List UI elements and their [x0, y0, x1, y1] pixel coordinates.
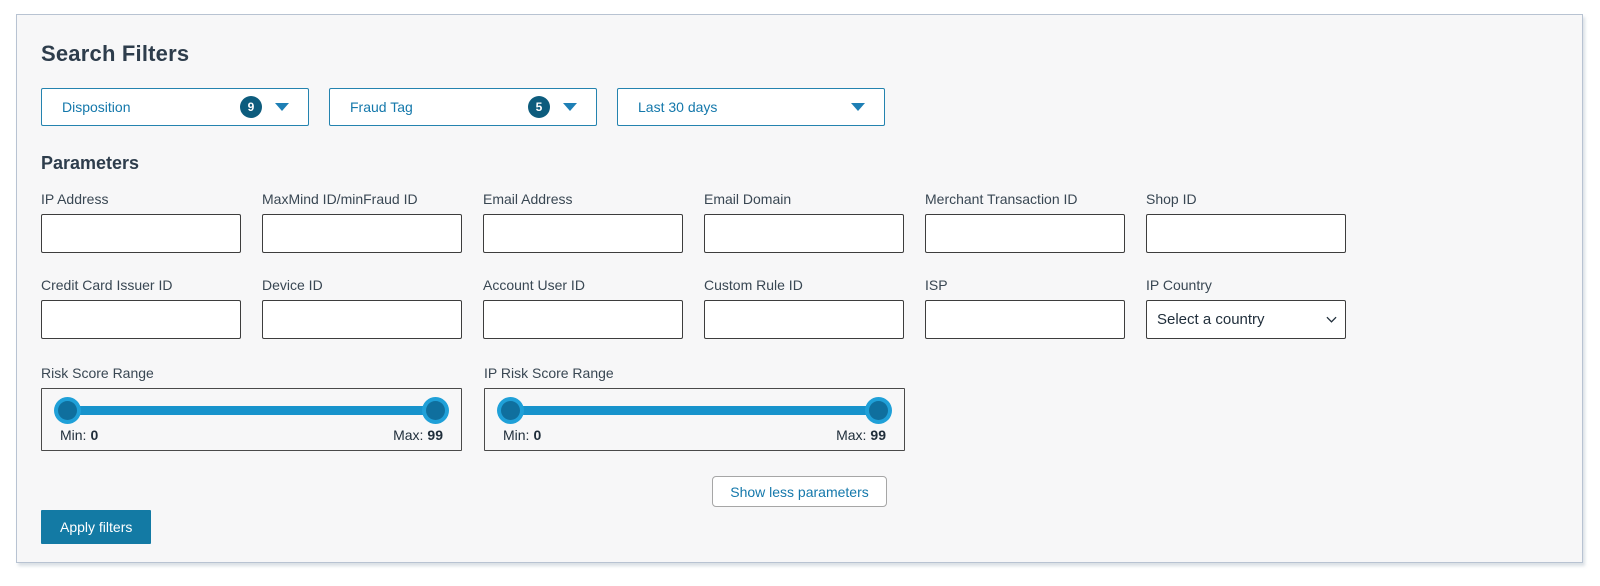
email-address-input[interactable] — [483, 214, 683, 253]
ip-risk-score-range-slider: Min:0 Max:99 — [484, 388, 905, 451]
ip-risk-score-slider-track[interactable] — [497, 397, 892, 424]
field-ip-country: IP Country Select a country — [1146, 277, 1346, 339]
field-account-user-id: Account User ID — [483, 277, 683, 339]
fraud-tag-filter-label: Fraud Tag — [350, 99, 413, 115]
field-email-domain: Email Domain — [704, 191, 904, 253]
field-email-address: Email Address — [483, 191, 683, 253]
apply-filters-button[interactable]: Apply filters — [41, 510, 152, 544]
ip-risk-score-max-handle[interactable] — [865, 397, 892, 424]
ip-address-input[interactable] — [41, 214, 241, 253]
email-address-label: Email Address — [483, 191, 573, 207]
parameters-heading: Parameters — [41, 153, 140, 173]
field-isp: ISP — [925, 277, 1125, 339]
field-shop-id: Shop ID — [1146, 191, 1346, 253]
merchant-transaction-id-input[interactable] — [925, 214, 1125, 253]
field-merchant-transaction-id: Merchant Transaction ID — [925, 191, 1125, 253]
account-user-id-label: Account User ID — [483, 277, 585, 293]
field-custom-rule-id: Custom Rule ID — [704, 277, 904, 339]
ip-risk-score-min-readout: Min:0 — [503, 427, 542, 443]
shop-id-input[interactable] — [1146, 214, 1346, 253]
risk-score-min-readout: Min:0 — [60, 427, 99, 443]
ip-address-label: IP Address — [41, 191, 109, 207]
caret-down-icon — [563, 103, 577, 111]
field-credit-card-issuer-id: Credit Card Issuer ID — [41, 277, 241, 339]
risk-score-max-handle[interactable] — [422, 397, 449, 424]
slider-row: Risk Score Range Min:0 Max:99 IP Risk Sc… — [41, 365, 1558, 451]
disposition-count-badge: 9 — [240, 96, 262, 118]
parameters-grid: IP Address MaxMind ID/minFraud ID Email … — [41, 191, 1558, 339]
ip-risk-score-range-label: IP Risk Score Range — [484, 365, 614, 381]
risk-score-max-readout: Max:99 — [393, 427, 443, 443]
maxmind-id-input[interactable] — [262, 214, 462, 253]
field-device-id: Device ID — [262, 277, 462, 339]
disposition-filter-dropdown[interactable]: Disposition 9 — [41, 88, 309, 126]
date-range-filter-dropdown[interactable]: Last 30 days — [617, 88, 885, 126]
search-filters-panel: Search Filters Disposition 9 Fraud Tag 5… — [16, 14, 1583, 563]
custom-rule-id-input[interactable] — [704, 300, 904, 339]
maxmind-id-label: MaxMind ID/minFraud ID — [262, 191, 418, 207]
disposition-filter-label: Disposition — [62, 99, 131, 115]
date-range-filter-label: Last 30 days — [638, 99, 718, 115]
ip-risk-score-min-handle[interactable] — [497, 397, 524, 424]
filter-dropdown-row: Disposition 9 Fraud Tag 5 Last 30 days — [41, 88, 1558, 126]
email-domain-label: Email Domain — [704, 191, 792, 207]
field-maxmind-id: MaxMind ID/minFraud ID — [262, 191, 462, 253]
fraud-tag-filter-dropdown[interactable]: Fraud Tag 5 — [329, 88, 597, 126]
fraud-tag-count-badge: 5 — [528, 96, 550, 118]
show-less-parameters-button[interactable]: Show less parameters — [712, 476, 887, 507]
device-id-input[interactable] — [262, 300, 462, 339]
credit-card-issuer-id-label: Credit Card Issuer ID — [41, 277, 173, 293]
custom-rule-id-label: Custom Rule ID — [704, 277, 803, 293]
device-id-label: Device ID — [262, 277, 323, 293]
caret-down-icon — [275, 103, 289, 111]
email-domain-input[interactable] — [704, 214, 904, 253]
shop-id-label: Shop ID — [1146, 191, 1197, 207]
risk-score-range-field: Risk Score Range Min:0 Max:99 — [41, 365, 462, 451]
risk-score-range-label: Risk Score Range — [41, 365, 154, 381]
risk-score-range-slider: Min:0 Max:99 — [41, 388, 462, 451]
caret-down-icon — [851, 103, 865, 111]
risk-score-min-handle[interactable] — [54, 397, 81, 424]
ip-risk-score-max-readout: Max:99 — [836, 427, 886, 443]
isp-input[interactable] — [925, 300, 1125, 339]
account-user-id-input[interactable] — [483, 300, 683, 339]
page-title: Search Filters — [41, 41, 190, 66]
credit-card-issuer-id-input[interactable] — [41, 300, 241, 339]
isp-label: ISP — [925, 277, 948, 293]
ip-country-label: IP Country — [1146, 277, 1212, 293]
risk-score-slider-track[interactable] — [54, 397, 449, 424]
ip-risk-score-range-field: IP Risk Score Range Min:0 Max:99 — [484, 365, 905, 451]
merchant-transaction-id-label: Merchant Transaction ID — [925, 191, 1078, 207]
ip-country-select[interactable]: Select a country — [1146, 300, 1346, 339]
field-ip-address: IP Address — [41, 191, 241, 253]
